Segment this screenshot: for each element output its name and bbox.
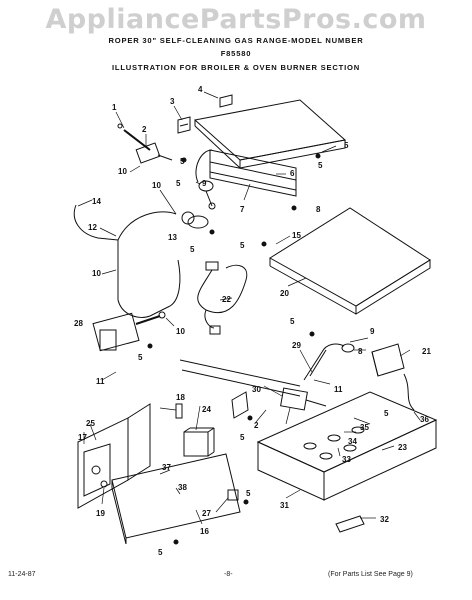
leader-lines: [77, 91, 421, 525]
callout: 8: [316, 205, 321, 214]
callout: 24: [202, 405, 211, 414]
footer-note: (For Parts List See Page 9): [328, 571, 413, 578]
callout: 2: [142, 125, 147, 134]
callout: 11: [96, 377, 105, 386]
callout: 30: [252, 385, 261, 394]
callout: 5: [240, 241, 245, 250]
footer-page-number: -8-: [224, 571, 233, 578]
callout: 38: [178, 483, 187, 492]
callout: 23: [398, 443, 407, 452]
callout: 5: [240, 433, 245, 442]
part-gas-tubing: [73, 204, 209, 318]
part-oven-bottom: [256, 391, 438, 501]
part-wire-36: [403, 373, 415, 411]
callout: 7: [240, 205, 245, 214]
part-back-panel-16: [111, 453, 241, 545]
callout: 32: [380, 515, 389, 524]
callout: 6: [290, 169, 295, 178]
callout: 15: [292, 231, 301, 240]
title-line-3: ILLUSTRATION FOR BROILER & OVEN BURNER S…: [111, 63, 361, 72]
callout: 29: [292, 341, 301, 350]
part-broiler-pan-top: [193, 94, 347, 169]
title-line-1: ROPER 30" SELF-CLEANING GAS RANGE-MODEL …: [108, 36, 364, 45]
screws: [147, 153, 321, 545]
callout: 3: [170, 97, 175, 106]
footer-date: 11-24-87: [8, 571, 36, 578]
callout: 37: [162, 463, 171, 472]
callout: 35: [360, 423, 369, 432]
callout: 36: [420, 415, 429, 424]
part-bracket-3: [177, 116, 191, 134]
callout: 16: [200, 527, 209, 536]
callout: 5: [384, 409, 389, 418]
callout: 12: [88, 223, 97, 232]
part-oven-baffle: [269, 207, 431, 315]
part-oven-valve: [92, 311, 166, 352]
part-junction-box: [183, 427, 215, 457]
callout: 17: [78, 433, 87, 442]
part-side-panel: [77, 403, 151, 509]
callout: 1: [112, 103, 117, 112]
callout: 5: [180, 157, 185, 166]
part-thermostat: [231, 387, 327, 419]
callout: 5: [344, 141, 349, 150]
callout: 5: [246, 489, 251, 498]
callout: 27: [202, 509, 211, 518]
callout: 8: [358, 347, 363, 356]
callout: 11: [334, 385, 343, 394]
callout: 10: [176, 327, 185, 336]
callout: 5: [318, 161, 323, 170]
callout: 28: [74, 319, 83, 328]
callout: 18: [176, 393, 185, 402]
part-pilot-shield: [371, 343, 405, 377]
part-clip-18: [175, 403, 183, 419]
callout: 20: [280, 289, 289, 298]
callout: 5: [290, 317, 295, 326]
callout: 10: [118, 167, 127, 176]
callout: 2: [254, 421, 259, 430]
callout: 5: [138, 353, 143, 362]
callout: 21: [422, 347, 431, 356]
part-32: [335, 515, 365, 533]
callout: 13: [168, 233, 177, 242]
callout: 4: [198, 85, 203, 94]
part-ignitor: [227, 489, 239, 501]
callout: 14: [92, 197, 101, 206]
callout: 25: [86, 419, 95, 428]
callout: 10: [92, 269, 101, 278]
callout: 9: [202, 179, 207, 188]
callout: 33: [342, 455, 351, 464]
part-cord-22: [197, 261, 248, 335]
callout: 31: [280, 501, 289, 510]
callout: 34: [348, 437, 357, 446]
part-broiler-burner: [195, 149, 297, 210]
callout: 19: [96, 509, 105, 518]
callout: 22: [222, 295, 231, 304]
callout: 5: [176, 179, 181, 188]
callout: 10: [152, 181, 161, 190]
callout: 5: [190, 245, 195, 254]
callout-numbers: 1 2 3 4 5 5 5 6 7 8 5 9 10 10 10 10 11 1…: [74, 85, 431, 557]
title-model-number: F85580: [220, 49, 252, 58]
watermark: AppliancePartsPros.com: [45, 4, 427, 35]
callout: 5: [158, 548, 163, 557]
part-oven-burner-pipe: [179, 343, 355, 397]
callout: 9: [370, 327, 375, 336]
